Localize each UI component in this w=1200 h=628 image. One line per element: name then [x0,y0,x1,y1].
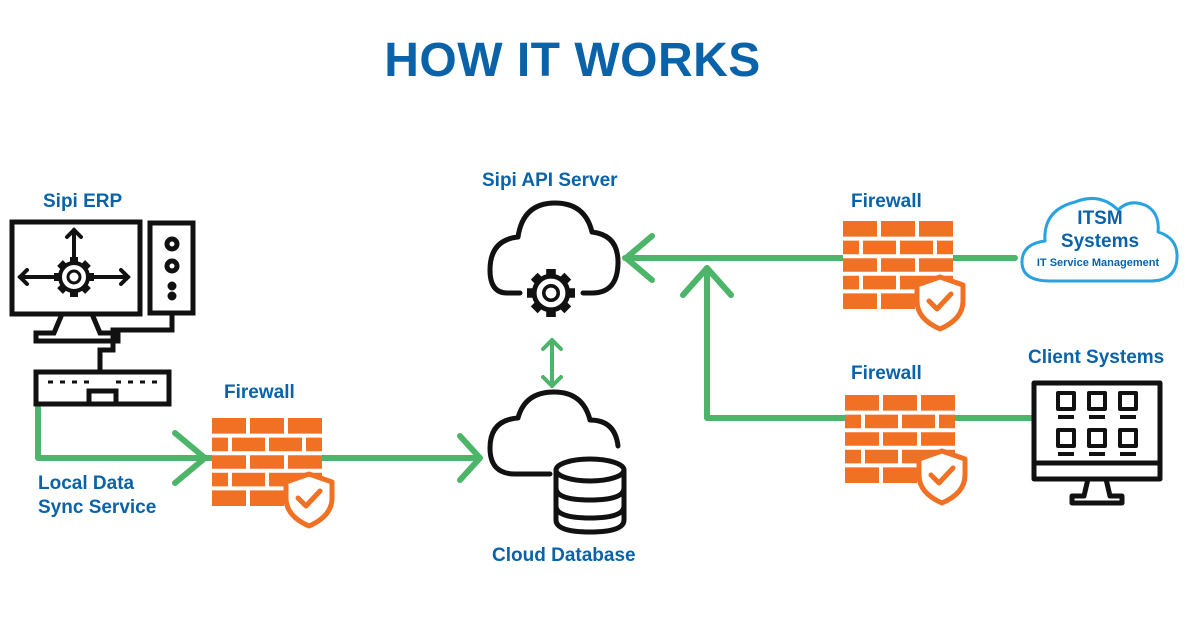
arrowhead-to-api [623,233,655,283]
firewall-left-label: Firewall [224,382,295,403]
keyboard-icon [33,369,172,407]
firewall-icon-bottom-right [845,395,965,503]
itsm-line2: Systems [1060,231,1140,252]
firewall-icon-left [212,418,332,526]
api-server-label: Sipi API Server [482,170,618,191]
firewall-bottom-right-label: Firewall [851,363,922,384]
cloud-gear-icon [487,200,621,317]
computer-monitor-icon [9,219,143,344]
arrowhead-to-db [457,433,483,483]
gear-icon [527,269,575,317]
cloud-database-icon [487,389,627,535]
client-systems-label: Client Systems [1028,347,1165,368]
arrowhead-into-firewall [172,430,208,486]
flow-erp-to-db [35,405,479,461]
db-api-sync-arrow [541,338,563,388]
arrowhead-up-junction [680,265,734,298]
tower-pc-icon [97,220,196,372]
itsm-line3: IT Service Management [1036,257,1160,269]
firewall-icon-top-right [843,221,963,329]
firewall-top-right-label: Firewall [851,191,922,212]
itsm-line1: ITSM [1077,208,1123,229]
dashboard-monitor-icon [1031,380,1163,506]
gear-icon [54,257,94,297]
sync-label-line1: Local Data [38,473,135,494]
cloud-database-label: Cloud Database [492,545,636,566]
cloud-icon [1020,196,1179,283]
page-title: HOW IT WORKS [384,34,761,87]
erp-label: Sipi ERP [43,191,123,212]
sync-label-line2: Sync Service [38,497,157,518]
